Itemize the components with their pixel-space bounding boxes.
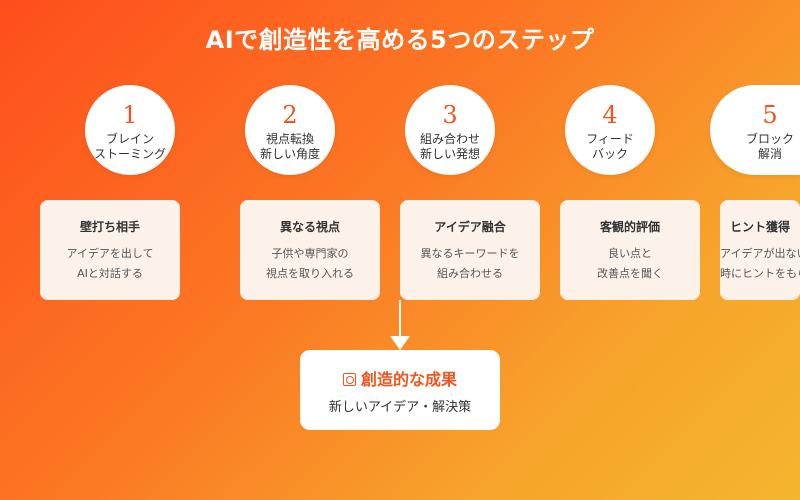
step-label-line2: 新しい発想 bbox=[419, 147, 480, 161]
step-card-desc-line2: 組み合わせる bbox=[437, 267, 503, 280]
step-label-line1: 視点転換 bbox=[265, 132, 314, 146]
step-card-title: 異なる視点 bbox=[279, 220, 340, 234]
step-circle-5: 5 ブロック 解消 bbox=[710, 85, 800, 175]
step-card-desc-line2: 時にヒントをもらう bbox=[720, 267, 800, 280]
step-circle-2: 2 視点転換 新しい角度 bbox=[245, 85, 335, 175]
step-label-line1: ブロック bbox=[745, 132, 794, 146]
step-circle-3: 3 組み合わせ 新しい発想 bbox=[405, 85, 495, 175]
step-card-title: 客観的評価 bbox=[599, 220, 660, 234]
result-title: 創造的な成果 bbox=[360, 370, 457, 389]
step-number: 3 bbox=[442, 101, 458, 129]
step-card-2: 異なる視点 子供や専門家の 視点を取り入れる bbox=[240, 200, 380, 300]
step-label-line1: フィード bbox=[586, 132, 634, 146]
result-subtitle: 新しいアイデア・解決策 bbox=[328, 400, 472, 415]
step-number: 4 bbox=[602, 101, 618, 129]
step-circle-4: 4 フィード バック bbox=[565, 85, 655, 175]
step-card-desc-line1: 良い点と bbox=[608, 247, 652, 260]
step-card-desc-line2: 視点を取り入れる bbox=[266, 267, 354, 280]
step-circle-1: 1 ブレイン ストーミング bbox=[85, 85, 175, 175]
step-label-line1: ブレイン bbox=[105, 132, 154, 146]
step-card-desc-line1: 異なるキーワードを bbox=[420, 247, 520, 260]
page-title: AIで創造性を高める5つのステップ bbox=[205, 26, 595, 54]
down-arrow-line bbox=[399, 300, 401, 338]
step-label-line2: バック bbox=[591, 147, 628, 161]
step-card-4: 客観的評価 良い点と 改善点を聞く bbox=[560, 200, 700, 300]
result-box: 創造的な成果 新しいアイデア・解決策 bbox=[300, 350, 500, 430]
step-label-line2: 新しい角度 bbox=[259, 147, 320, 161]
step-label-line2: 解消 bbox=[757, 147, 782, 161]
step-label-line1: 組み合わせ bbox=[419, 132, 480, 146]
down-arrow-icon bbox=[390, 336, 410, 350]
step-card-title: 壁打ち相手 bbox=[79, 220, 140, 234]
target-icon bbox=[342, 373, 356, 386]
step-card-3: アイデア融合 異なるキーワードを 組み合わせる bbox=[400, 200, 540, 300]
step-card-5: ヒント獲得 アイデアが出ない 時にヒントをもらう bbox=[720, 200, 800, 300]
step-label-line2: ストーミング bbox=[93, 147, 166, 161]
step-card-desc-line2: 改善点を聞く bbox=[597, 267, 663, 280]
step-card-desc-line1: アイデアを出して bbox=[66, 247, 154, 260]
step-number: 1 bbox=[122, 101, 138, 129]
result-title-row: 創造的な成果 bbox=[300, 366, 500, 390]
step-card-desc-line1: 子供や専門家の bbox=[271, 247, 349, 260]
step-number: 5 bbox=[762, 101, 778, 129]
step-card-desc-line1: アイデアが出ない bbox=[720, 247, 800, 260]
step-card-1: 壁打ち相手 アイデアを出して AIと対話する bbox=[40, 200, 180, 300]
step-card-title: アイデア融合 bbox=[434, 220, 506, 234]
step-card-title: ヒント獲得 bbox=[729, 220, 790, 234]
step-card-desc-line2: AIと対話する bbox=[77, 267, 143, 280]
step-number: 2 bbox=[282, 101, 298, 129]
